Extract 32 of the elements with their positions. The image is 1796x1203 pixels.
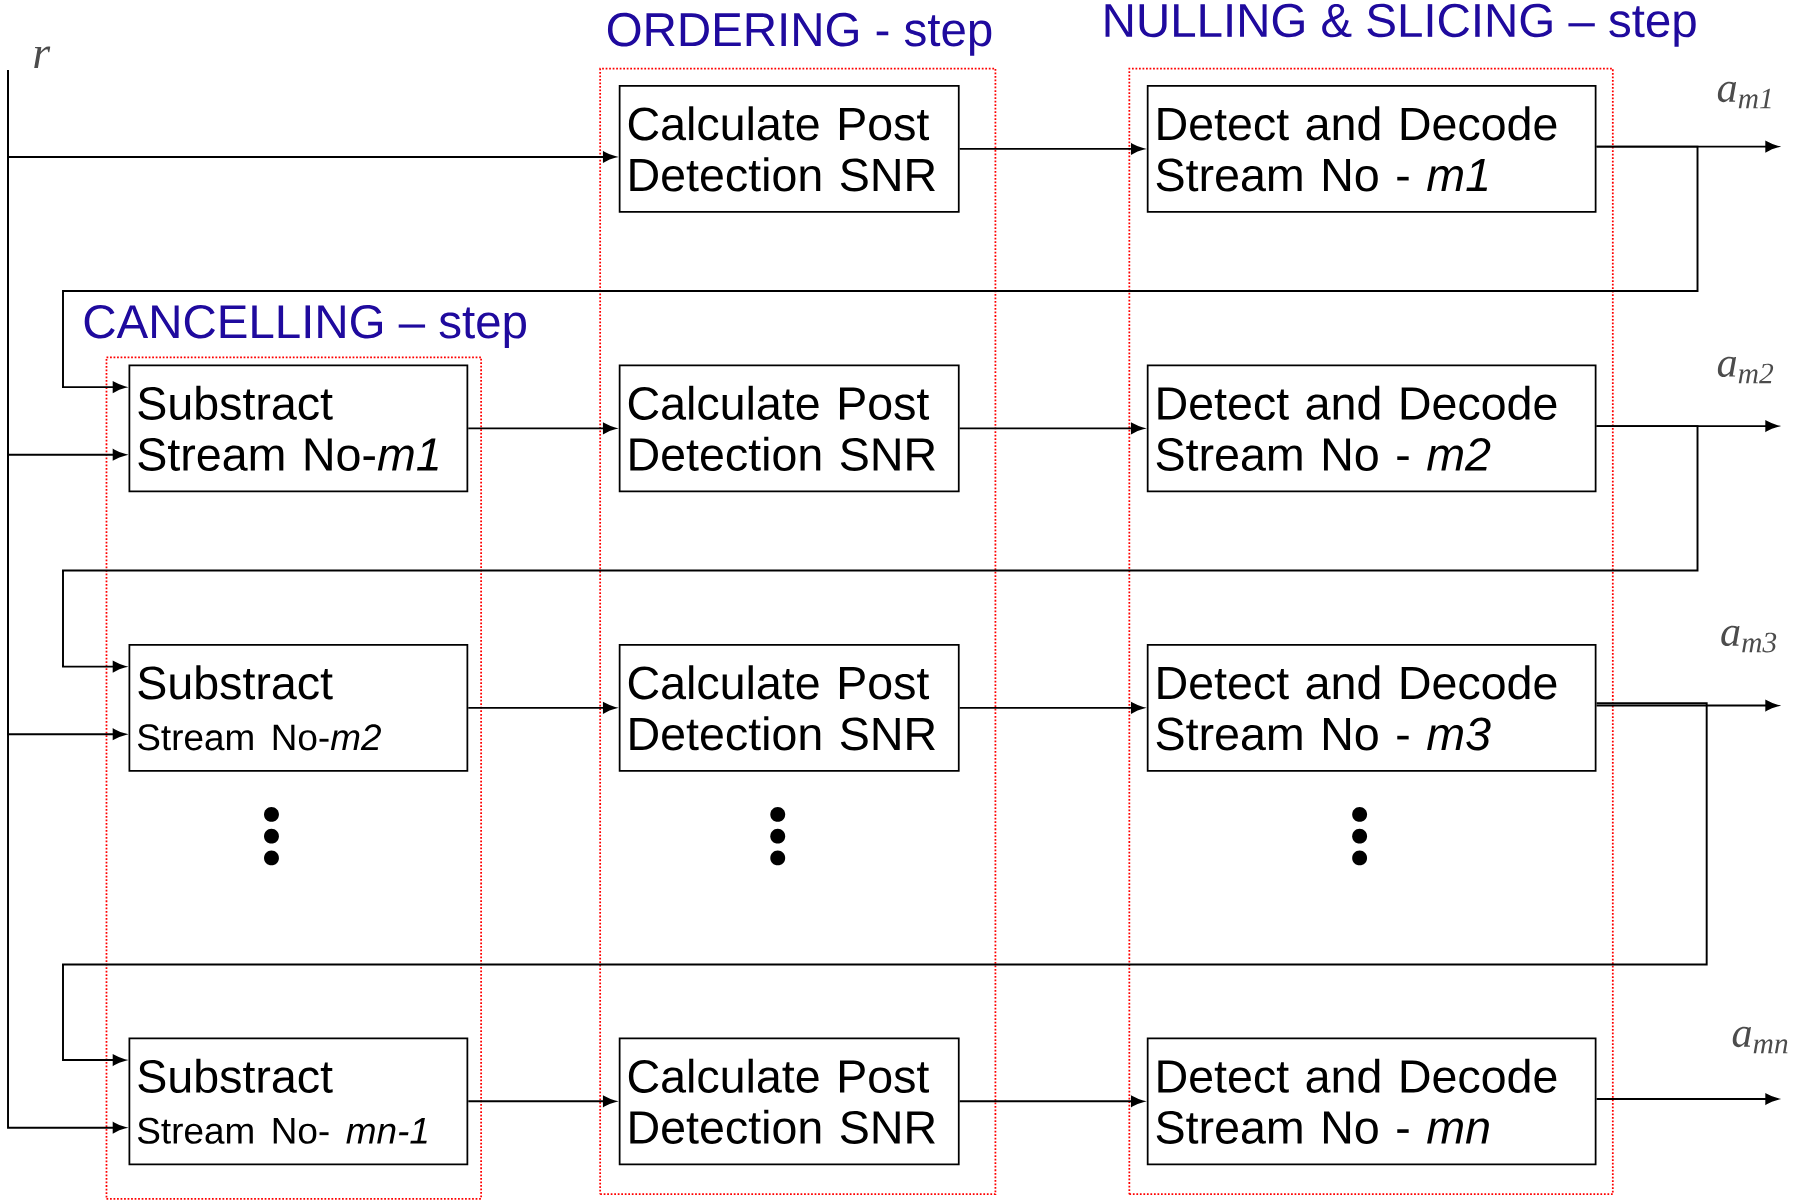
process-box: Detect and Decode Stream No - m1 xyxy=(1146,85,1597,213)
arrow xyxy=(62,145,1699,393)
arrow xyxy=(62,425,1699,673)
arrow xyxy=(1595,1093,1779,1105)
process-box: Substract Stream No-m2 xyxy=(128,644,469,772)
arrow xyxy=(62,702,1708,1066)
output-symbol: a$_{m2}$ xyxy=(1717,356,1774,384)
process-box: Detect and Decode Stream No - mn xyxy=(1146,1037,1597,1166)
output-symbol: a$_{m3}$ xyxy=(1721,625,1777,653)
arrow xyxy=(467,702,616,714)
arrow xyxy=(467,423,616,434)
arrow xyxy=(958,423,1144,434)
arrow xyxy=(958,143,1144,155)
process-box: Calculate Post Detection SNR xyxy=(618,85,960,213)
process-box: Detect and Decode Stream No - m3 xyxy=(1146,644,1597,772)
output-symbol: a$_{mn}$ xyxy=(1732,1027,1788,1054)
step-heading: CANCELLING – step xyxy=(84,305,526,349)
process-box: Substract Stream No- mn-1 xyxy=(128,1037,469,1166)
arrow xyxy=(467,1096,616,1107)
arrow xyxy=(7,69,126,1134)
output-symbol: a$_{m1}$ xyxy=(1717,82,1771,109)
step-heading: ORDERING - step xyxy=(607,13,992,56)
arrow xyxy=(1595,700,1779,712)
process-box: Calculate Post Detection SNR xyxy=(618,364,960,493)
process-box: Calculate Post Detection SNR xyxy=(618,644,960,772)
process-box: Detect and Decode Stream No - m2 xyxy=(1146,364,1597,493)
process-box: Calculate Post Detection SNR xyxy=(618,1037,960,1166)
step-heading: NULLING & SLICING – step xyxy=(1105,3,1696,47)
arrow xyxy=(958,702,1144,714)
signal-label: r xyxy=(34,46,51,69)
arrow xyxy=(958,1096,1144,1107)
process-box: Substract Stream No-m1 xyxy=(128,364,469,493)
